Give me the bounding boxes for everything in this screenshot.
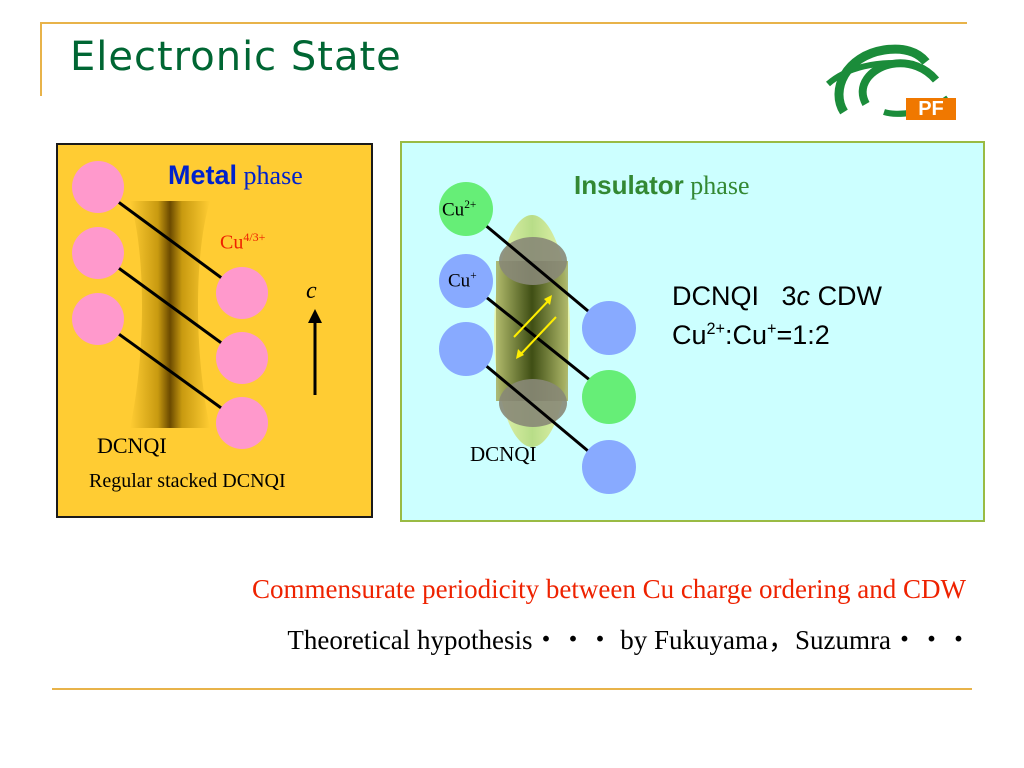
- cu-plus-label-text: Cu: [448, 270, 471, 292]
- cu-2plus-label: Cu2+: [442, 199, 476, 221]
- cdw-info-line2-b: :Cu: [724, 320, 768, 350]
- slide-title: Electronic State: [70, 34, 402, 80]
- stacked-column: [130, 201, 210, 428]
- c-axis-label: c: [306, 278, 317, 304]
- cu-2plus-atom: [582, 370, 636, 424]
- dcnqi-bond: [97, 251, 243, 360]
- cu-atom: [72, 227, 124, 279]
- cu-atom: [72, 293, 124, 345]
- cdw-info-line2-sup1: 2+: [706, 320, 725, 338]
- cu-plus-label: Cu+: [448, 270, 477, 292]
- insulator-phase-diagram: [439, 182, 636, 494]
- cdw-info-line2-sup2: +: [767, 320, 777, 338]
- cu-plus-label-sup: +: [470, 270, 477, 282]
- cdw-info-line1-b: 3: [781, 281, 797, 311]
- metal-caption: Regular stacked DCNQI: [89, 470, 286, 492]
- c-axis-arrowhead: [308, 309, 322, 323]
- dcnqi-bond: [465, 347, 607, 468]
- dcnqi-bond: [465, 207, 607, 328]
- cdw-arrowhead: [516, 349, 524, 359]
- cu-plus-atom: [582, 440, 636, 494]
- insulator-heading: Insulator phase: [574, 170, 750, 201]
- metal-dcnqi-label: DCNQI: [97, 433, 167, 458]
- cu-plus-atom: [439, 322, 493, 376]
- insulator-heading-bold: Insulator: [574, 170, 684, 200]
- cu-atom: [216, 397, 268, 449]
- cu-2plus-label-text: Cu: [442, 199, 465, 221]
- pf-logo: PF: [826, 44, 956, 120]
- footer-hypothesis: Theoretical hypothesis・・・ by Fukuyama，Su…: [287, 625, 972, 655]
- footer-statement: Commensurate periodicity between Cu char…: [251, 574, 966, 604]
- cu-2plus-atom: [439, 182, 493, 236]
- metal-phase-diagram: [72, 161, 322, 449]
- cdw-info-line2-c: =1:2: [776, 320, 830, 350]
- cu-2plus-label-sup: 2+: [464, 199, 477, 211]
- cu-plus-atom: [582, 301, 636, 355]
- metal-heading: Metal phase: [168, 160, 303, 191]
- cdw-info-line1-c: c: [796, 281, 811, 311]
- dcnqi-bond: [97, 317, 243, 425]
- cu-metal-label: Cu4/3+: [220, 230, 265, 255]
- cdw-info-line1: DCNQI 3c CDW: [672, 281, 882, 312]
- cu-atom: [216, 332, 268, 384]
- insulator-dcnqi-label: DCNQI: [470, 442, 537, 466]
- metal-heading-bold: Metal: [168, 160, 238, 190]
- insulator-heading-rest: phase: [690, 171, 750, 200]
- footer-rule: [52, 688, 972, 690]
- logo-text: PF: [918, 98, 944, 120]
- cu-plus-atom: [439, 254, 493, 308]
- cdw-info-line2-a: Cu: [672, 320, 707, 350]
- cu-atom: [216, 267, 268, 319]
- cdw-info-line1-d: CDW: [817, 281, 883, 311]
- cu-metal-label-text: Cu: [220, 231, 244, 254]
- cdw-arrowhead: [544, 295, 552, 305]
- cu-metal-label-sup: 4/3+: [243, 230, 266, 244]
- cu-atom: [72, 161, 124, 213]
- dcnqi-bond: [97, 185, 243, 295]
- cdw-info-line2: Cu2+:Cu+=1:2: [672, 320, 830, 351]
- metal-heading-rest: phase: [243, 161, 303, 190]
- cdw-info-line1-a: DCNQI: [672, 281, 759, 311]
- cdw-arrow: [519, 316, 557, 356]
- title-frame: [40, 22, 967, 96]
- cdw-arrow: [513, 298, 551, 338]
